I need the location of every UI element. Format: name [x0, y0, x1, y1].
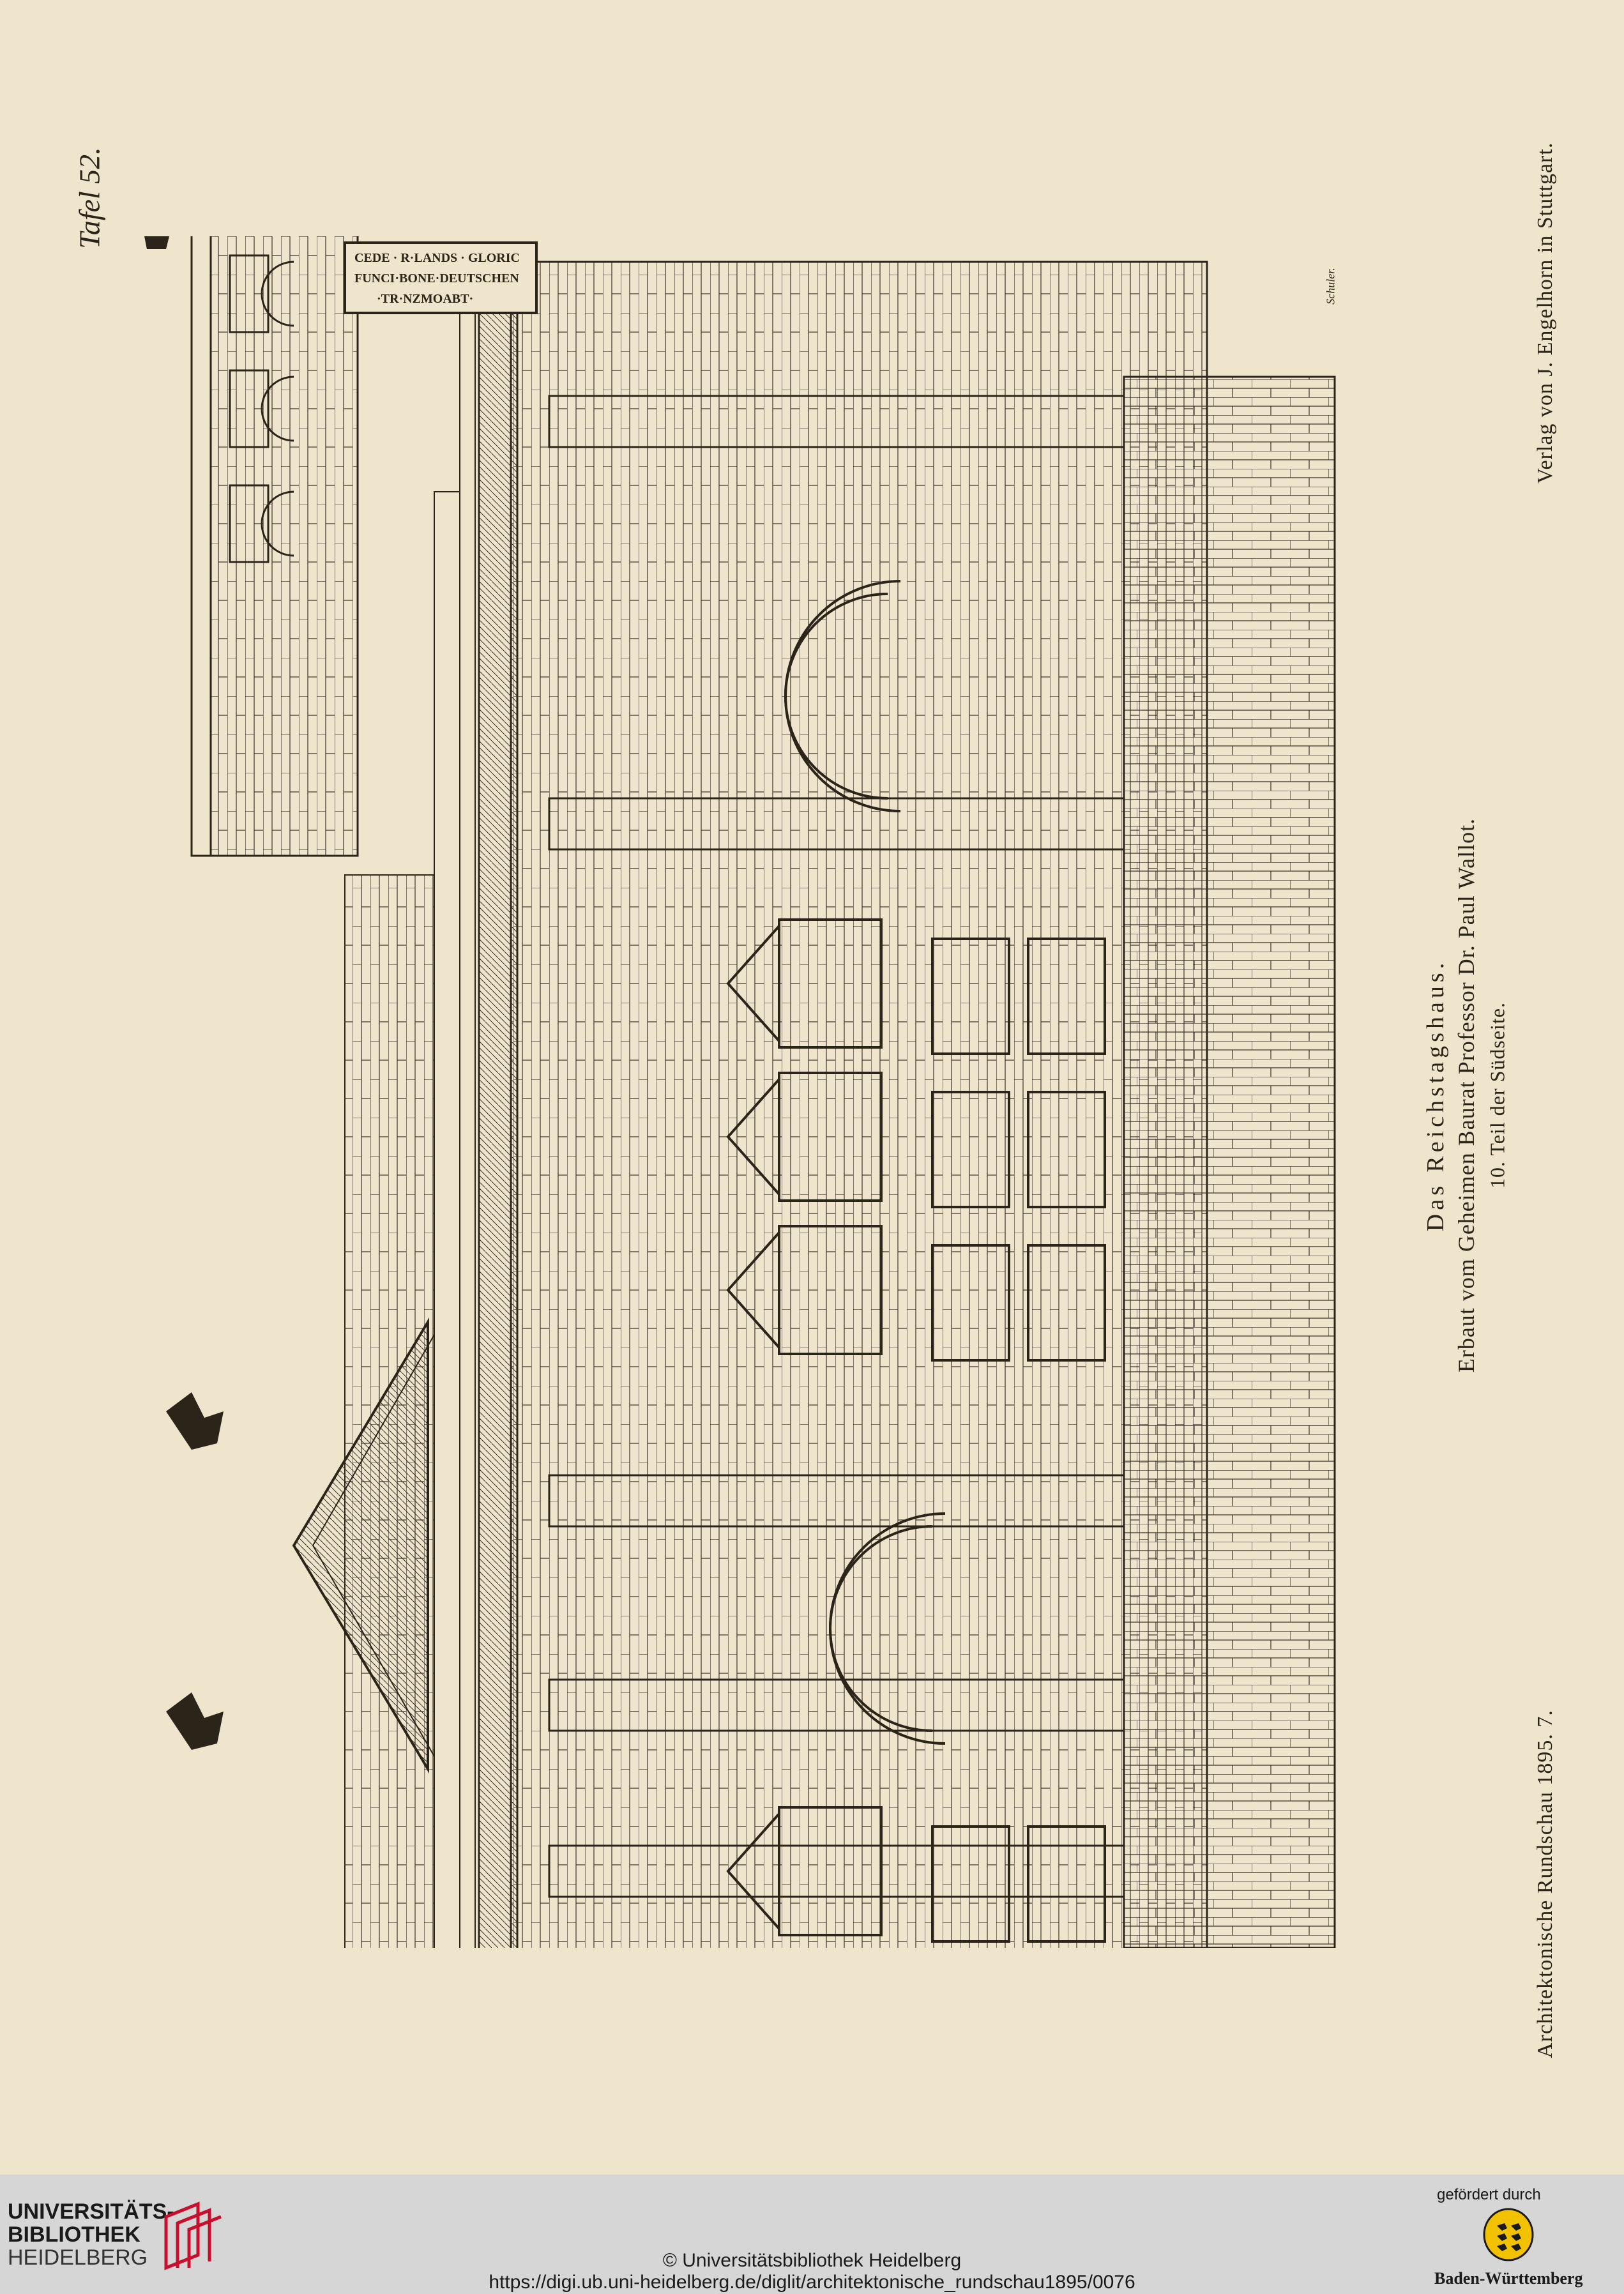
- journal-line: Architektonische Rundschau 1895. 7.: [1533, 1710, 1557, 2058]
- inscription-line-1: CEDE · R·LANDS · GLORIC: [354, 251, 520, 265]
- library-logo-text: UNIVERSITÄTS- BIBLIOTHEK HEIDELBERG: [8, 2200, 174, 2269]
- funder-name: Baden-Württemberg: [1434, 2269, 1583, 2288]
- architectural-elevation-drawing: CEDE · R·LANDS · GLORIC FUNCI·BONE·DEUTS…: [144, 236, 1336, 1948]
- funded-by-label: gefördert durch: [1437, 2186, 1541, 2203]
- caption-part: 10. Teil der Südseite.: [1485, 1001, 1509, 1189]
- copyright-notice: © Universitätsbibliothek Heidelberg: [662, 2250, 962, 2271]
- caption-subtitle: Erbaut vom Geheimen Baurat Professor Dr.…: [1453, 817, 1479, 1373]
- inscription-line-3: ·TR·NZMOABT·: [377, 292, 473, 306]
- library-logo-icon: [164, 2201, 222, 2270]
- library-name-line1: UNIVERSITÄTS-: [8, 2199, 174, 2224]
- library-name-line3: HEIDELBERG: [8, 2245, 148, 2270]
- caption-title: Das Reichstagshaus.: [1422, 959, 1449, 1232]
- source-url[interactable]: https://digi.ub.uni-heidelberg.de/diglit…: [489, 2272, 1135, 2293]
- plate-number: Tafel 52.: [73, 147, 106, 249]
- footer-bar: UNIVERSITÄTS- BIBLIOTHEK HEIDELBERG © Un…: [0, 2175, 1624, 2294]
- library-name-line2: BIBLIOTHEK: [8, 2222, 140, 2247]
- scanned-plate-page: Tafel 52. Verlag von J. Engelhorn in Stu…: [73, 142, 1557, 2058]
- publisher-line: Verlag von J. Engelhorn in Stuttgart.: [1533, 142, 1557, 484]
- baden-wuerttemberg-emblem-icon: [1483, 2208, 1534, 2261]
- inscription-line-2: FUNCI·BONE·DEUTSCHEN: [354, 271, 519, 285]
